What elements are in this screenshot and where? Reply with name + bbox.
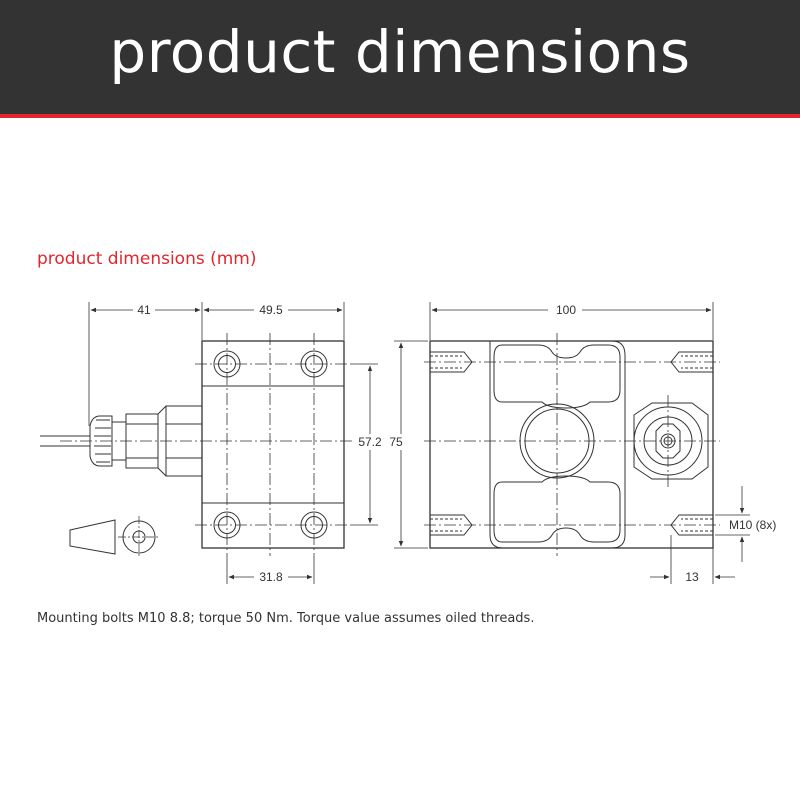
connector-hex-end — [633, 402, 709, 480]
dim-bolt-spacing-horizontal: 31.8 — [259, 570, 283, 584]
dim-bolt-spacing-vertical: 57.2 — [358, 435, 382, 449]
page-header: product dimensions — [0, 0, 800, 118]
dim-height: 75 — [389, 435, 403, 449]
dim-thread-offset: 13 — [685, 570, 699, 584]
dim-cable-length: 41 — [137, 303, 151, 317]
section-title: product dimensions (mm) — [37, 249, 257, 269]
cable-gland — [89, 415, 113, 467]
footnote: Mounting bolts M10 8.8; torque 50 Nm. To… — [37, 611, 535, 626]
center-lines — [60, 333, 352, 556]
front-center-lines — [424, 333, 720, 556]
front-view-dimensions — [394, 302, 750, 584]
side-view-dimensions — [88, 302, 378, 584]
side-view — [40, 333, 352, 558]
bolt-hole-group — [213, 350, 328, 539]
page-title: product dimensions — [109, 18, 691, 86]
inner-profile — [489, 340, 626, 549]
front-view — [424, 333, 720, 556]
dim-thread: M10 (8x) — [729, 518, 776, 532]
dim-length: 100 — [556, 303, 576, 317]
dim-body-width: 49.5 — [259, 303, 283, 317]
cable-sleeve — [69, 519, 116, 555]
load-cell-body — [201, 340, 345, 549]
